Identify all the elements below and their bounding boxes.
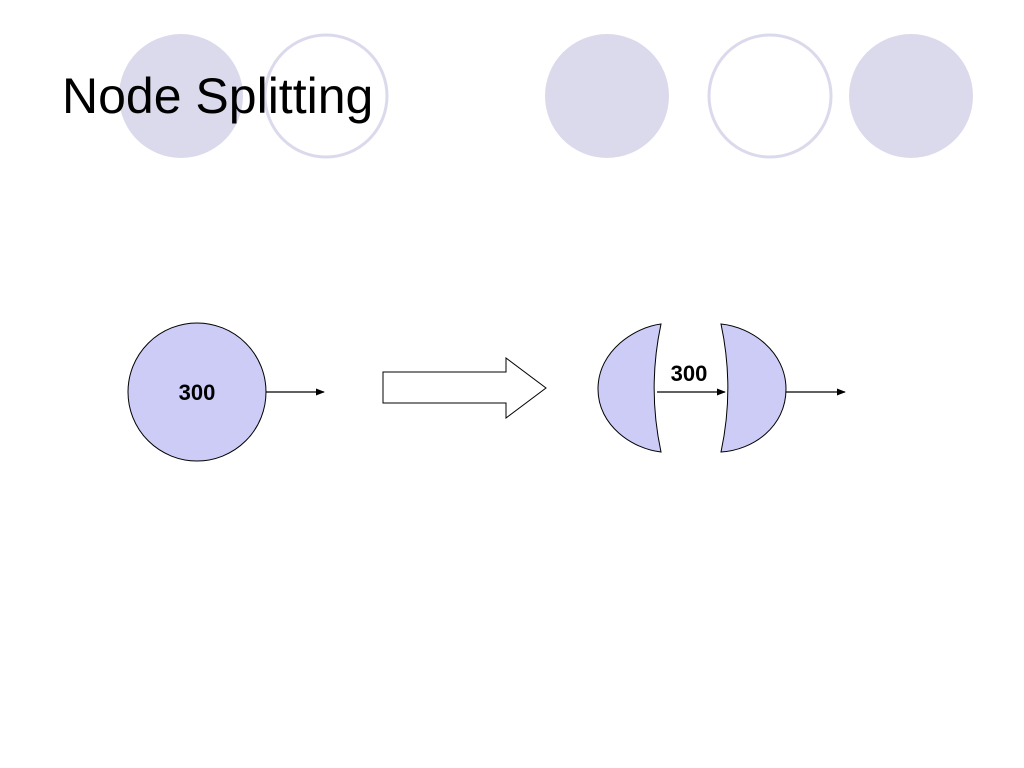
decor-circle-filled-1 <box>119 34 243 158</box>
split-node-right-half <box>720 323 787 453</box>
decor-circle-outline-1 <box>263 33 389 159</box>
after-node-label: 300 <box>671 361 708 386</box>
decor-circle-filled-3 <box>849 34 973 158</box>
slide-title: Node Splitting <box>62 68 374 124</box>
decor-circle-filled-2 <box>545 34 669 158</box>
transform-arrow <box>382 357 547 419</box>
decor-circle-outline-2 <box>707 33 833 159</box>
before-node-label: 300 <box>179 380 216 405</box>
before-node: 300 <box>127 322 267 462</box>
split-node-left-half <box>597 323 662 453</box>
header-decoration <box>119 33 973 159</box>
